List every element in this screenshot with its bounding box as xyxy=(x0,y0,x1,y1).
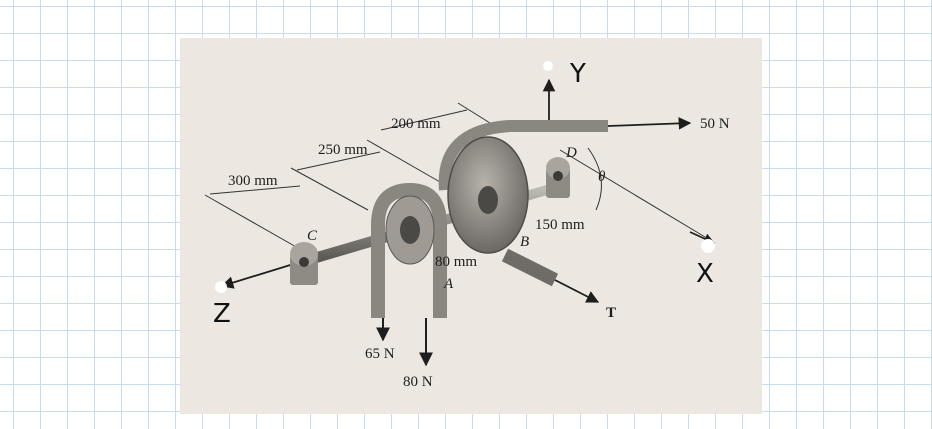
pulley-a xyxy=(371,182,447,318)
annotation-dot xyxy=(215,281,227,293)
point-d-label: D xyxy=(565,145,577,161)
y-axis-label: Y xyxy=(569,59,586,89)
force-50n-label: 50 N xyxy=(700,116,730,132)
pulley-b xyxy=(438,120,608,287)
z-axis-arrow xyxy=(220,261,301,289)
angle-theta-label: θ xyxy=(598,169,606,185)
force-t-label: T xyxy=(606,305,616,321)
point-b-label: B xyxy=(520,234,529,250)
dim-200mm: 200 mm xyxy=(391,116,441,132)
force-t-arrow xyxy=(554,279,600,303)
dim-80mm: 80 mm xyxy=(435,254,477,270)
bearing-c xyxy=(290,242,318,285)
dimension-lines xyxy=(204,102,711,249)
force-80n-label: 80 N xyxy=(403,374,433,390)
annotation-dot xyxy=(543,61,553,71)
point-a-label: A xyxy=(443,276,454,292)
force-50n-arrow xyxy=(607,117,692,130)
dim-150mm: 150 mm xyxy=(535,217,585,233)
annotation-dot xyxy=(701,239,715,253)
point-c-label: C xyxy=(307,228,318,244)
x-axis-label: X xyxy=(696,259,714,289)
force-65n-label: 65 N xyxy=(365,346,395,362)
dim-300mm: 300 mm xyxy=(228,173,278,189)
z-axis-label: Z xyxy=(213,299,231,329)
bearing-d xyxy=(546,157,570,198)
dim-250mm: 250 mm xyxy=(318,142,368,158)
